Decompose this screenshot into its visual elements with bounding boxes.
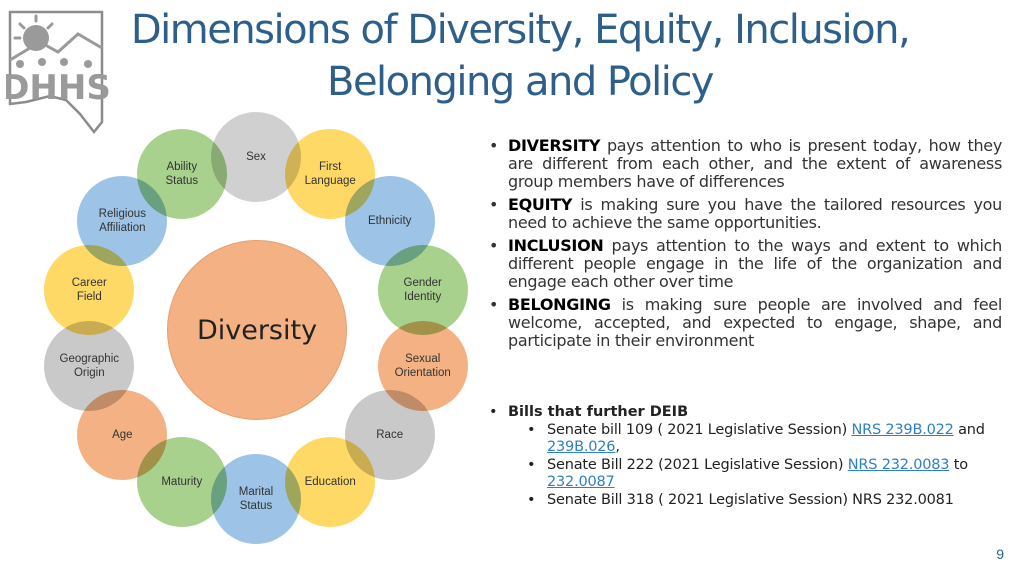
dimension-label-line: Status: [165, 174, 199, 187]
dimension-label: Ethnicity: [362, 214, 417, 228]
center-circle: Diversity: [167, 240, 347, 420]
definition-term: DIVERSITY: [508, 136, 601, 155]
bills-heading: • Bills that further DEIB: [489, 403, 1009, 421]
bill-text: Senate Bill 318 ( 2021 Legislative Sessi…: [547, 492, 954, 508]
dimension-label-line: First: [319, 160, 342, 173]
dimension-label-line: Ethnicity: [367, 215, 412, 228]
definition-term: EQUITY: [508, 195, 573, 214]
definition-text: is making sure you have the tailored res…: [508, 195, 1002, 232]
dimension-label-line: Status: [239, 500, 273, 512]
dimension-label-line: Identity: [404, 290, 442, 303]
bill-item: • Senate bill 109 ( 2021 Legislative Ses…: [489, 422, 1009, 456]
bullet-icon: •: [489, 295, 499, 314]
bill-text: to: [949, 457, 968, 473]
bill-item: • Senate Bill 222 (2021 Legislative Sess…: [489, 457, 1009, 491]
dimension-label-line: Field: [76, 290, 102, 303]
dhhs-logo-icon: DHHS: [6, 10, 110, 135]
nrs-link[interactable]: 239B.026: [547, 439, 616, 455]
dimension-label-line: Sex: [246, 151, 266, 163]
bill-text: Senate bill 109 ( 2021 Legislative Sessi…: [547, 422, 852, 438]
definition-text: pays attention to who is present today, …: [508, 136, 1002, 191]
dimension-label: Maturity: [155, 475, 208, 489]
definition-term: BELONGING: [508, 295, 611, 314]
dimension-label: Age: [106, 428, 138, 442]
center-label: Diversity: [196, 314, 318, 346]
definition-inclusion: • INCLUSION pays attention to the ways a…: [489, 237, 1002, 291]
definition-text: is making sure people are involved and f…: [508, 295, 1002, 350]
bullet-icon: •: [527, 492, 536, 508]
nrs-link[interactable]: NRS 232.0083: [847, 457, 950, 473]
bullet-icon: •: [489, 236, 499, 255]
dimension-label-line: Orientation: [394, 367, 451, 380]
definition-text: pays attention to the ways and extent to…: [508, 236, 1002, 291]
dimension-label: Race: [370, 428, 409, 442]
dimension-label-line: Education: [304, 476, 356, 489]
nrs-link[interactable]: NRS 239B.022: [851, 422, 954, 438]
dimension-label-line: Marital: [238, 486, 274, 498]
definitions-list: • DIVERSITY pays attention to who is pre…: [489, 137, 1002, 355]
dimension-label-line: Gender: [403, 276, 442, 289]
bullet-icon: •: [489, 404, 498, 420]
bullet-icon: •: [527, 422, 536, 438]
logo-text: DHHS: [6, 68, 110, 108]
dimension-label: Sex: [240, 150, 272, 164]
dimension-label-line: Geographic: [59, 353, 120, 366]
dimension-circle: Education: [285, 437, 376, 528]
dimension-label-line: Origin: [73, 367, 105, 380]
definition-belonging: • BELONGING is making sure people are in…: [489, 296, 1002, 350]
page-number: 9: [996, 546, 1004, 562]
page-title: Dimensions of Diversity, Equity, Inclusi…: [130, 7, 911, 105]
nrs-link[interactable]: 232.0087: [547, 474, 615, 490]
dimension-label-line: Race: [376, 428, 404, 441]
bills-section: • Bills that further DEIB • Senate bill …: [489, 403, 1009, 509]
dimension-label-line: Language: [304, 174, 356, 187]
bill-text: ,: [615, 439, 620, 455]
dimension-label-line: Career: [71, 276, 107, 289]
dimension-label-line: Affiliation: [99, 222, 146, 235]
bill-text: Senate Bill 222 (2021 Legislative Sessio…: [547, 457, 848, 473]
dimension-label: Education: [299, 475, 362, 489]
dimension-label-line: Maturity: [161, 476, 203, 489]
bill-item: • Senate Bill 318 ( 2021 Legislative Ses…: [489, 492, 1009, 509]
definition-equity: • EQUITY is making sure you have the tai…: [489, 196, 1002, 232]
bullet-icon: •: [489, 195, 499, 214]
dimension-label-line: Religious: [98, 208, 146, 221]
bullet-icon: •: [527, 457, 536, 473]
dimension-label-line: Ability: [166, 160, 198, 173]
bills-heading-text: Bills that further DEIB: [508, 404, 689, 420]
definition-diversity: • DIVERSITY pays attention to who is pre…: [489, 137, 1002, 191]
definition-term: INCLUSION: [508, 236, 604, 255]
dimension-label-line: Sexual: [405, 353, 441, 366]
bullet-icon: •: [489, 136, 499, 155]
bill-text: and: [953, 422, 985, 438]
dimension-label-line: Age: [112, 428, 133, 441]
